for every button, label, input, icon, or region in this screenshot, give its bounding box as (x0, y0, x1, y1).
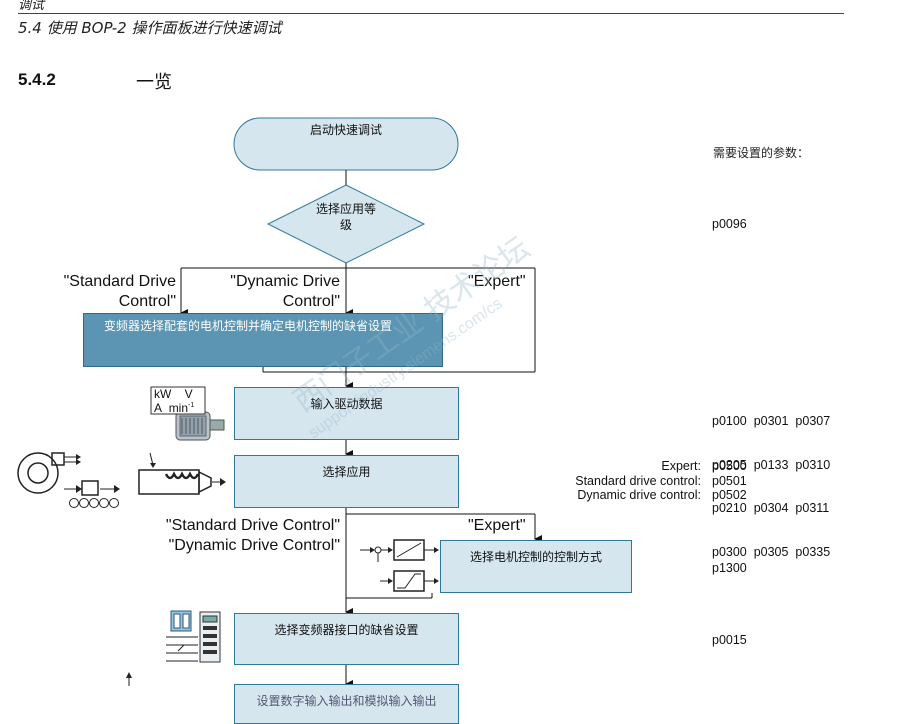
unit-exp: -1 (188, 402, 195, 409)
app-label-expert: Expert: (661, 459, 701, 473)
param-p0015: p0015 (712, 633, 747, 647)
section-title: 一览 (136, 72, 172, 93)
default-settings-bar: 变频器选择配套的电机控制并确定电机控制的缺省设置 (83, 313, 443, 367)
app-param-p0500: p0500 (712, 459, 747, 473)
io-settings-step-partial: 设置数字输入输出和模拟输入输出 (234, 684, 459, 724)
motor-icon (175, 411, 225, 441)
interface-defaults-step: 选择变频器接口的缺省设置 (234, 613, 459, 665)
decision-label-line-1: 选择应用等 (315, 202, 376, 216)
branch-expert-label: "Expert" (468, 273, 526, 290)
branch-standard-label: "Standard Drive Control" (40, 272, 176, 312)
branch2-left-label: "Standard Drive Control" "Dynamic Drive … (140, 516, 340, 556)
io-interface-icon (166, 610, 221, 663)
param-p0096: p0096 (712, 217, 747, 231)
app-label-standard: Standard drive control: (575, 473, 701, 488)
chapter-header: 调试 (18, 0, 45, 13)
app-param-labels: Expert: Standard drive control: Dynamic … (520, 459, 701, 503)
section-number: 5.4.2 (18, 70, 56, 89)
fan-icon (17, 452, 81, 494)
branch-dynamic-label: "Dynamic Drive Control" (206, 272, 340, 312)
vf-control-icon (360, 539, 439, 562)
branch-standard-line-2: Control" (118, 293, 176, 310)
drive-data-step: 输入驱动数据 (234, 387, 459, 440)
rating-plate-icon (150, 386, 206, 415)
branch-dynamic-line-1: "Dynamic Drive (230, 273, 340, 290)
param-p1300: p1300 (712, 561, 747, 575)
drive-params-row-4: p0300 p0305 p0335 (712, 544, 831, 559)
conveyor-icon (64, 480, 120, 508)
drive-params-row-1: p0100 p0301 p0307 (712, 414, 831, 428)
extruder-icon (138, 452, 226, 495)
app-label-dynamic: Dynamic drive control: (577, 488, 701, 502)
branch2-left-line-1: "Standard Drive Control" (165, 517, 340, 534)
drive-params-list: p0100 p0301 p0307 p0205 p0133 p0310 p021… (712, 385, 830, 574)
select-application-step: 选择应用 (234, 455, 459, 508)
unit-a: A (154, 401, 163, 415)
drive-params-row-3: p0210 p0304 p0311 (712, 501, 830, 515)
flowchart-connectors (17, 117, 542, 686)
unit-kw: kW (154, 387, 172, 401)
app-param-p0502: p0502 (712, 488, 747, 502)
start-label: 启动快速调试 (309, 123, 382, 137)
motor-control-mode-step: 选择电机控制的控制方式 (440, 540, 632, 593)
branch2-expert-label: "Expert" (468, 517, 526, 534)
unit-v: V (184, 387, 193, 401)
branch-dynamic-line-2: Control" (282, 293, 340, 310)
branch2-left-line-2: "Dynamic Drive Control" (168, 537, 340, 554)
decision-label: 选择应用等 级 (296, 201, 396, 233)
branch-standard-line-1: "Standard Drive (63, 273, 176, 290)
params-header: 需要设置的参数： (713, 146, 810, 160)
rating-plate-text: kW V A min-1 (154, 388, 194, 414)
decision-label-line-2: 级 (339, 218, 352, 232)
drive-params-row-2: p0205 p0133 p0310 (712, 457, 831, 472)
vector-control-icon (380, 570, 439, 592)
header-rule (18, 13, 844, 14)
subsection-title: 5.4 使用 BOP-2 操作面板进行快速调试 (18, 19, 282, 37)
app-param-p0501: p0501 (712, 473, 747, 488)
unit-min: min (168, 401, 189, 415)
app-param-values: p0500 p0501 p0502 (712, 459, 747, 503)
